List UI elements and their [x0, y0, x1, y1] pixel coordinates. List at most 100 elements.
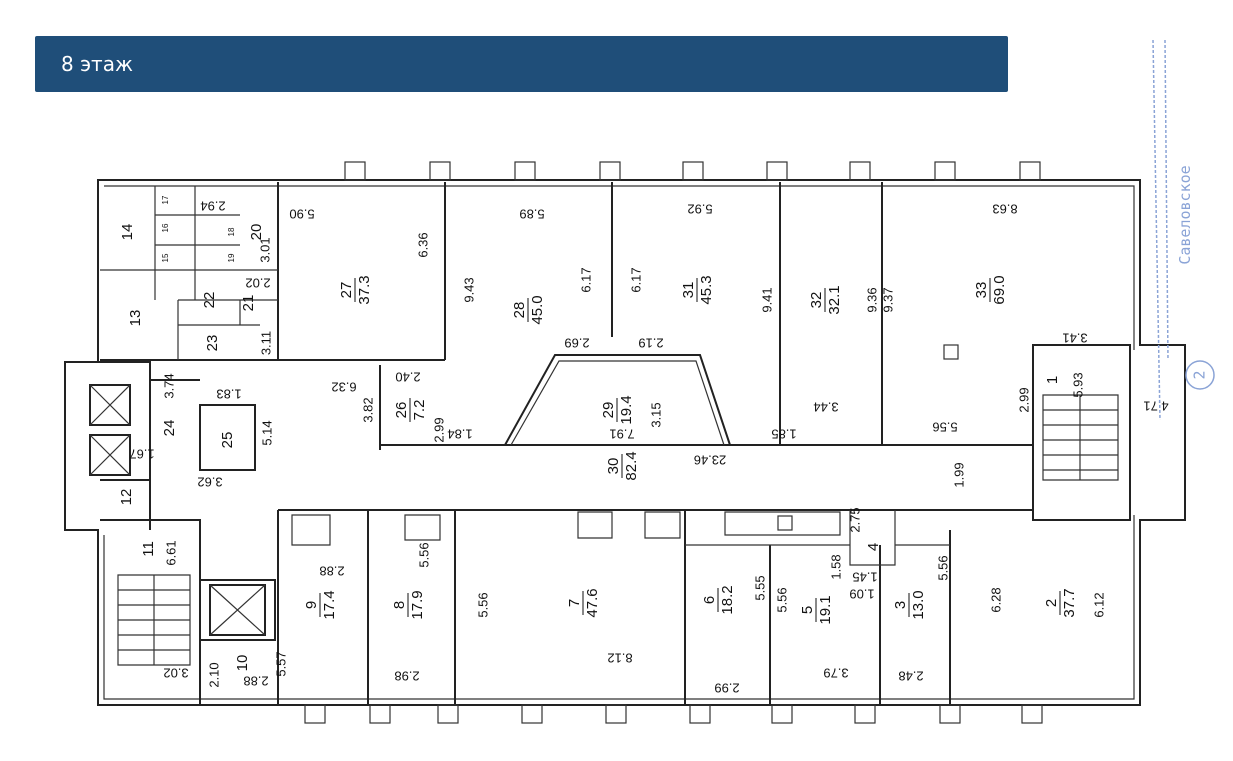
dimension-label: 23.46	[694, 453, 727, 468]
dimension-label: 9.37	[880, 287, 895, 312]
window	[429, 161, 451, 181]
room-area: 19.1	[817, 595, 834, 624]
room-number: 18	[227, 227, 236, 236]
dimension-label: 3.01	[257, 237, 272, 262]
dimension-label: 6.61	[163, 540, 178, 565]
dimension-label: 5.56	[416, 542, 431, 567]
room-number: 6	[701, 596, 718, 604]
room-area: 32.1	[826, 285, 843, 314]
room-number: 5	[799, 606, 816, 614]
dimension-label: 4.71	[1143, 399, 1168, 414]
dimension-label: 8.12	[607, 651, 632, 666]
dimension-label: 9.43	[461, 277, 476, 302]
room-area: 18.2	[719, 585, 736, 614]
window	[514, 161, 536, 181]
room-number: 1	[1044, 376, 1061, 384]
dimension-label: 2.10	[206, 662, 221, 687]
window	[304, 704, 326, 724]
window	[771, 704, 793, 724]
room-area: 82.4	[623, 451, 640, 480]
window	[689, 704, 711, 724]
room-number: 7	[566, 599, 583, 607]
window	[849, 161, 871, 181]
room-number: 17	[161, 195, 170, 204]
window	[934, 161, 956, 181]
dimension-label: 8.63	[992, 202, 1017, 217]
room-number: 12	[118, 489, 135, 506]
room-number: 15	[161, 253, 170, 262]
dimension-label: 1.84	[447, 427, 472, 442]
room-number: 30	[605, 458, 622, 475]
room-area: 19.4	[618, 395, 635, 424]
dimension-label: 1.45	[852, 570, 877, 585]
window	[939, 704, 961, 724]
dimension-label: 5.57	[273, 651, 288, 676]
dimension-label: 9.36	[864, 287, 879, 312]
dimension-label: 5.92	[687, 202, 712, 217]
street-annotation: Савеловское 2	[1152, 39, 1215, 421]
dimension-label: 2.94	[200, 199, 225, 214]
dimension-label: 2.88	[319, 564, 344, 579]
room-number: 9	[303, 601, 320, 609]
dimension-label: 1.83	[216, 387, 241, 402]
dimension-label: 3.11	[258, 331, 273, 355]
window	[682, 161, 704, 181]
marker-circle	[1185, 360, 1215, 390]
room-number: 14	[119, 224, 136, 241]
dimension-label: 2.19	[638, 336, 663, 351]
dimension-label: 5.55	[752, 575, 767, 600]
room-number: 27	[338, 282, 355, 299]
room-area: 69.0	[991, 275, 1008, 304]
dimension-label: 6.17	[578, 267, 593, 292]
dimension-label: 3.82	[360, 397, 375, 422]
dimension-label: 3.79	[823, 666, 848, 681]
dimension-label: 1.67	[129, 447, 154, 462]
floor-title: 8 этаж	[61, 52, 133, 76]
room-number: 19	[227, 253, 236, 262]
room-number: 2	[1043, 599, 1060, 607]
room-area: 47.6	[584, 588, 601, 617]
dimension-label: 5.90	[289, 207, 314, 222]
window	[854, 704, 876, 724]
room-number: 16	[161, 223, 170, 232]
dimension-label: 2.88	[243, 674, 268, 689]
dimension-label: 2.48	[898, 669, 923, 684]
room-area: 17.4	[321, 590, 338, 619]
room-number: 4	[865, 543, 882, 551]
room-number: 13	[127, 310, 144, 327]
room-number: 22	[201, 292, 218, 309]
dimension-label: 1.09	[849, 587, 874, 602]
window	[521, 704, 543, 724]
window	[599, 161, 621, 181]
dimension-label: 3.62	[197, 475, 222, 490]
dimension-label: 9.41	[759, 287, 774, 312]
room-number: 10	[234, 655, 251, 672]
window	[437, 704, 459, 724]
dimension-label: 2.75	[847, 507, 862, 532]
dimension-label: 1.85	[771, 427, 796, 442]
room-number: 25	[219, 432, 236, 449]
dimension-label: 2.99	[431, 417, 446, 442]
window	[1019, 161, 1041, 181]
window	[344, 161, 366, 181]
dimension-label: 5.56	[935, 555, 950, 580]
room-number: 32	[808, 292, 825, 309]
dimension-label: 5.56	[932, 420, 957, 435]
dimension-label: 6.36	[415, 232, 430, 257]
room-number: 29	[600, 402, 617, 419]
dimension-label: 1.99	[951, 462, 966, 487]
dimension-label: 3.74	[161, 373, 176, 398]
room-area: 45.0	[529, 295, 546, 324]
